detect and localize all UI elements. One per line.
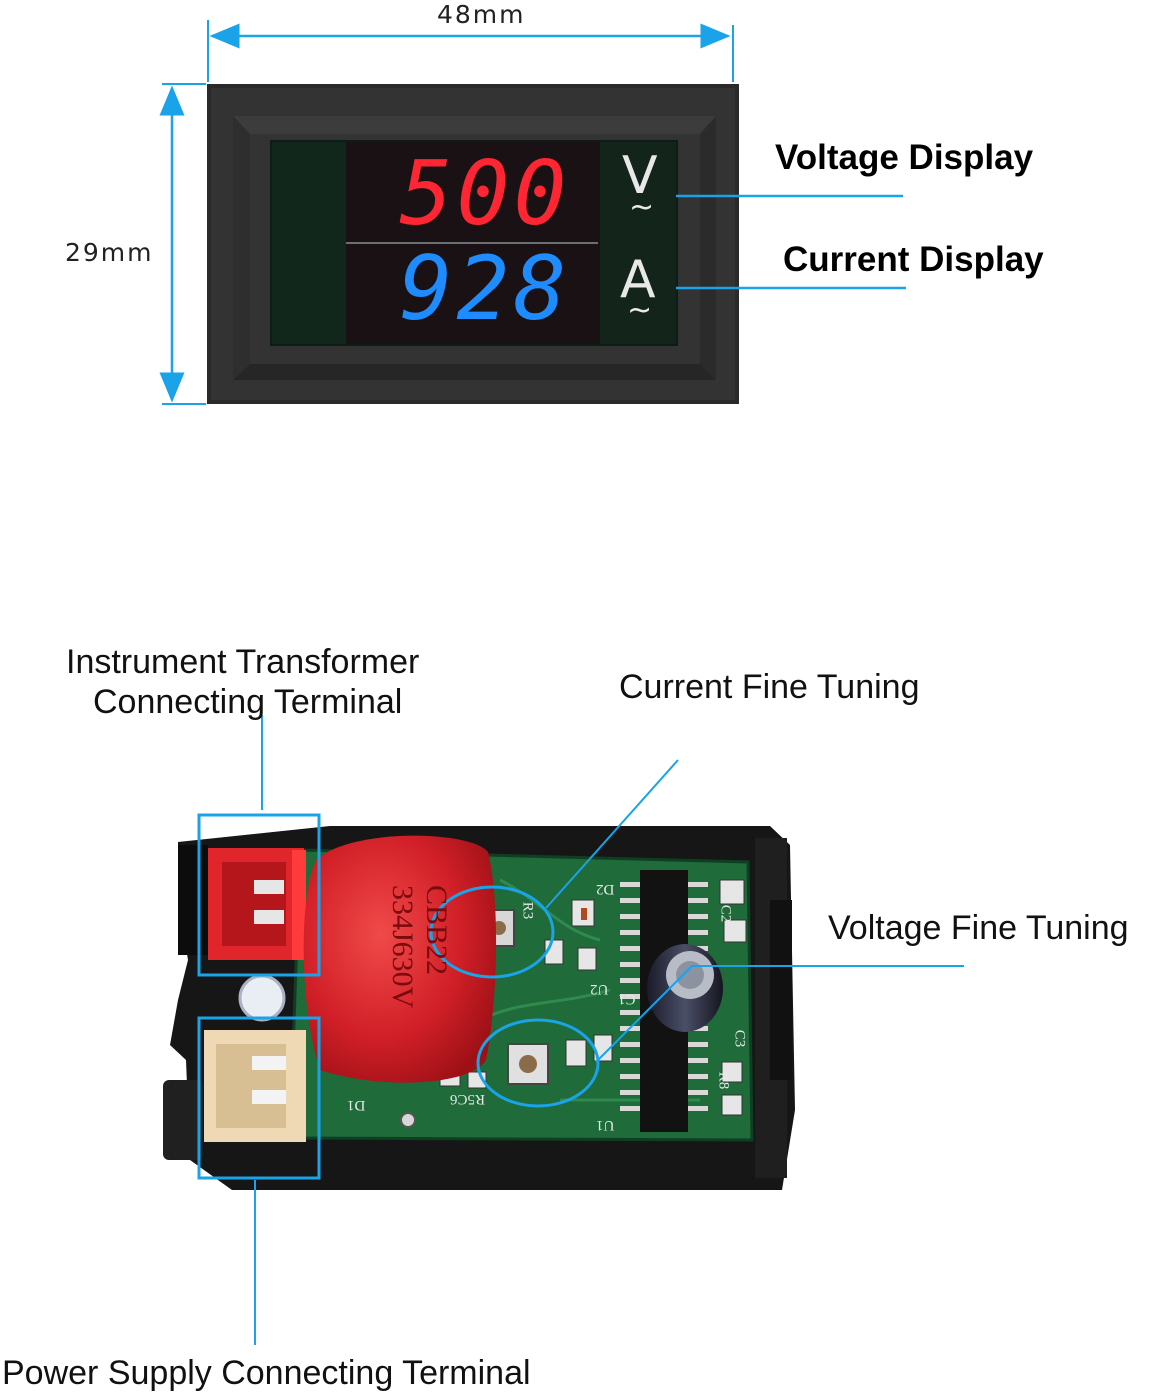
transformer-terminal-label-line2: Connecting Terminal <box>93 683 403 721</box>
silk-r5c6: R5C6 <box>450 1091 486 1107</box>
silk-u1: U1 <box>596 1117 615 1133</box>
silk-c1: C1 <box>618 991 636 1007</box>
voltage-display-label: Voltage Display <box>775 138 1034 177</box>
silk-r8: R8 <box>715 1071 732 1090</box>
capacitor-marking-line2: 334J630V <box>386 885 419 1009</box>
meter-front <box>207 84 739 404</box>
capacitor-marking-line1: CBB22 <box>420 885 453 976</box>
silk-r3: R3 <box>519 901 536 920</box>
width-label: 48mm <box>437 0 526 29</box>
height-dimension <box>159 83 206 405</box>
transformer-terminal-label-line1: Instrument Transformer <box>66 643 420 681</box>
capacitor-marking: CBB22 334J630V <box>385 885 453 1035</box>
current-ac-symbol: ~ <box>627 293 653 328</box>
callout-graphics <box>197 715 964 1345</box>
silk-c2: C2 <box>717 904 734 923</box>
voltage-unit: V <box>622 146 658 206</box>
current-fine-tuning-label: Current Fine Tuning <box>619 668 920 706</box>
silk-d2: D2 <box>596 881 615 897</box>
voltage-fine-tuning-label: Voltage Fine Tuning <box>828 909 1129 947</box>
current-display-label: Current Display <box>783 240 1044 279</box>
silk-d1: D1 <box>347 1097 366 1113</box>
voltage-ac-symbol: ~ <box>629 190 655 225</box>
voltage-reading: 500 <box>399 142 571 245</box>
current-reading: 928 <box>399 237 571 340</box>
current-unit: A <box>620 250 656 310</box>
height-label: 29mm <box>65 238 154 267</box>
silk-c3: C3 <box>731 1029 748 1048</box>
width-dimension <box>207 20 734 82</box>
meter-housing-back <box>163 826 795 1190</box>
silk-u2: U2 <box>590 981 609 997</box>
power-supply-terminal-label: Power Supply Connecting Terminal <box>2 1354 531 1392</box>
